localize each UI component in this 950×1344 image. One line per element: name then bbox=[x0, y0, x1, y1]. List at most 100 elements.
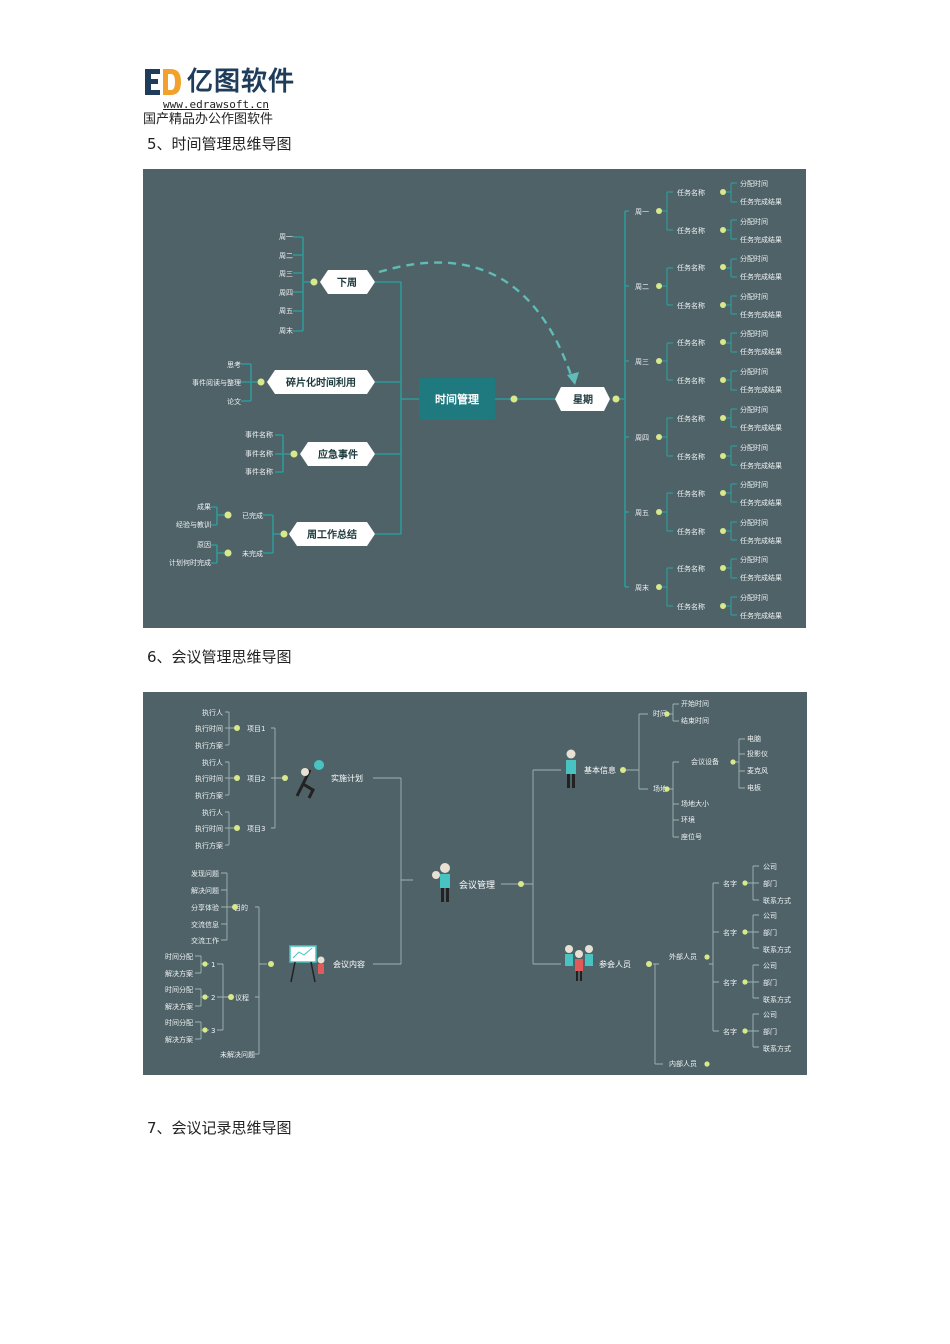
alloc-time: 分配时间 bbox=[740, 179, 768, 188]
plan-item: 执行方案 bbox=[195, 791, 223, 800]
collapse-icon[interactable] bbox=[656, 283, 662, 289]
collapse-icon[interactable] bbox=[720, 264, 726, 270]
brand-logo: 亿图软件 www.edrawsoft.cn bbox=[143, 66, 303, 112]
name-label: 名字 bbox=[723, 978, 737, 987]
week-label: 星期 bbox=[573, 393, 593, 406]
collapse-icon[interactable] bbox=[202, 994, 208, 1000]
agenda-item: 解决方案 bbox=[165, 969, 193, 978]
collapse-icon bbox=[290, 450, 298, 458]
whiteboard-icon bbox=[289, 945, 325, 983]
collapse-icon[interactable] bbox=[720, 528, 726, 534]
name-item: 公司 bbox=[763, 912, 777, 920]
week-day-label: 周二 bbox=[635, 283, 649, 291]
purpose-item: 交流工作 bbox=[191, 936, 219, 945]
collapse-icon[interactable] bbox=[720, 189, 726, 195]
collapse-icon bbox=[257, 378, 265, 386]
collapse-icon[interactable] bbox=[234, 825, 240, 831]
collapse-icon[interactable] bbox=[202, 1027, 208, 1033]
next-week-node bbox=[320, 270, 375, 294]
project-label: 项目1 bbox=[247, 725, 265, 733]
collapse-icon[interactable] bbox=[656, 358, 662, 364]
next-week-days: 周一 周二 周三 周四 周五 周末 bbox=[279, 233, 293, 335]
alloc-time: 分配时间 bbox=[740, 254, 768, 263]
plan-projects: 项目1执行人执行时间执行方案项目2执行人执行时间执行方案项目3执行人执行时间执行… bbox=[195, 708, 265, 850]
task-result: 任务完成结果 bbox=[740, 385, 782, 394]
collapse-icon[interactable] bbox=[720, 227, 726, 233]
week-day-label: 周一 bbox=[635, 208, 649, 216]
time-management-svg: 时间管理 下周 周一 周二 周三 周四 周五 周末 碎片化时间利用 思考 事件阅… bbox=[169, 179, 782, 620]
collapse-icon[interactable] bbox=[656, 208, 662, 214]
equip-item: 电脑 bbox=[747, 734, 761, 743]
section-heading-6: 6、会议管理思维导图 bbox=[147, 648, 292, 666]
arrowhead-icon bbox=[567, 372, 579, 385]
collapse-icon[interactable] bbox=[720, 565, 726, 571]
collapse-icon[interactable] bbox=[720, 453, 726, 459]
task-result: 任务完成结果 bbox=[740, 235, 782, 244]
week-day-label: 周五 bbox=[635, 509, 649, 517]
agenda-item: 时间分配 bbox=[165, 952, 193, 961]
collapse-icon[interactable] bbox=[202, 961, 208, 967]
collapse-icon[interactable] bbox=[742, 1028, 748, 1034]
name-item: 联系方式 bbox=[763, 995, 791, 1004]
name-item: 公司 bbox=[763, 1011, 777, 1019]
collapse-icon bbox=[310, 278, 318, 286]
day-label: 周二 bbox=[279, 252, 293, 260]
unsolved-label: 未解决问题 bbox=[220, 1050, 255, 1059]
collapse-icon bbox=[282, 775, 288, 781]
agenda-num: 2 bbox=[211, 994, 215, 1002]
task-result: 任务完成结果 bbox=[740, 423, 782, 432]
collapse-icon[interactable] bbox=[656, 509, 662, 515]
time-item: 结束时间 bbox=[681, 716, 709, 725]
task-name: 任务名称 bbox=[677, 338, 705, 347]
collapse-icon bbox=[664, 786, 670, 792]
place-item: 座位号 bbox=[681, 832, 702, 841]
section-heading-7: 7、会议记录思维导图 bbox=[147, 1119, 292, 1137]
plan-label: 实施计划 bbox=[331, 773, 363, 783]
task-result: 任务完成结果 bbox=[740, 272, 782, 281]
collapse-icon[interactable] bbox=[656, 434, 662, 440]
name-item: 部门 bbox=[763, 978, 777, 987]
alloc-time: 分配时间 bbox=[740, 555, 768, 564]
collapse-icon bbox=[646, 961, 652, 967]
collapse-icon bbox=[268, 961, 274, 967]
name-item: 联系方式 bbox=[763, 945, 791, 954]
presenter-icon bbox=[432, 863, 450, 902]
collapse-icon bbox=[510, 395, 518, 403]
brand-url[interactable]: www.edrawsoft.cn bbox=[163, 98, 269, 111]
task-result: 任务完成结果 bbox=[740, 310, 782, 319]
collapse-icon[interactable] bbox=[234, 775, 240, 781]
plan-item: 执行方案 bbox=[195, 741, 223, 750]
name-label: 名字 bbox=[723, 879, 737, 888]
task-name: 任务名称 bbox=[677, 602, 705, 611]
purpose-item: 发现问题 bbox=[191, 869, 219, 878]
collapse-icon[interactable] bbox=[656, 584, 662, 590]
collapse-icon[interactable] bbox=[720, 415, 726, 421]
collapse-icon[interactable] bbox=[234, 725, 240, 731]
collapse-icon[interactable] bbox=[742, 880, 748, 886]
collapse-icon bbox=[224, 511, 232, 519]
task-name: 任务名称 bbox=[677, 188, 705, 197]
emergency-label: 应急事件 bbox=[318, 448, 358, 461]
purpose-item: 交流信息 bbox=[191, 920, 219, 929]
collapse-icon[interactable] bbox=[720, 490, 726, 496]
alloc-time: 分配时间 bbox=[740, 367, 768, 376]
collapse-icon[interactable] bbox=[720, 377, 726, 383]
collapse-icon[interactable] bbox=[720, 603, 726, 609]
brand-name: 亿图软件 bbox=[187, 67, 296, 97]
collapse-icon[interactable] bbox=[720, 339, 726, 345]
meeting-management-svg: 会议管理 实施计划 项目1执行人执行时间执行方案项目2执行人执行时间执行方案项目… bbox=[165, 699, 791, 1068]
collapse-icon[interactable] bbox=[720, 302, 726, 308]
name-item: 联系方式 bbox=[763, 896, 791, 905]
project-label: 项目3 bbox=[247, 825, 265, 833]
task-result: 任务完成结果 bbox=[740, 536, 782, 545]
plan-item: 执行时间 bbox=[195, 724, 223, 733]
collapse-icon[interactable] bbox=[742, 929, 748, 935]
summary-undone: 未完成 bbox=[242, 549, 263, 558]
collapse-icon[interactable] bbox=[742, 979, 748, 985]
day-label: 周末 bbox=[279, 326, 293, 335]
alloc-time: 分配时间 bbox=[740, 593, 768, 602]
agenda-item: 时间分配 bbox=[165, 1018, 193, 1027]
runner-icon bbox=[295, 760, 324, 799]
plan-item: 执行人 bbox=[202, 708, 223, 717]
